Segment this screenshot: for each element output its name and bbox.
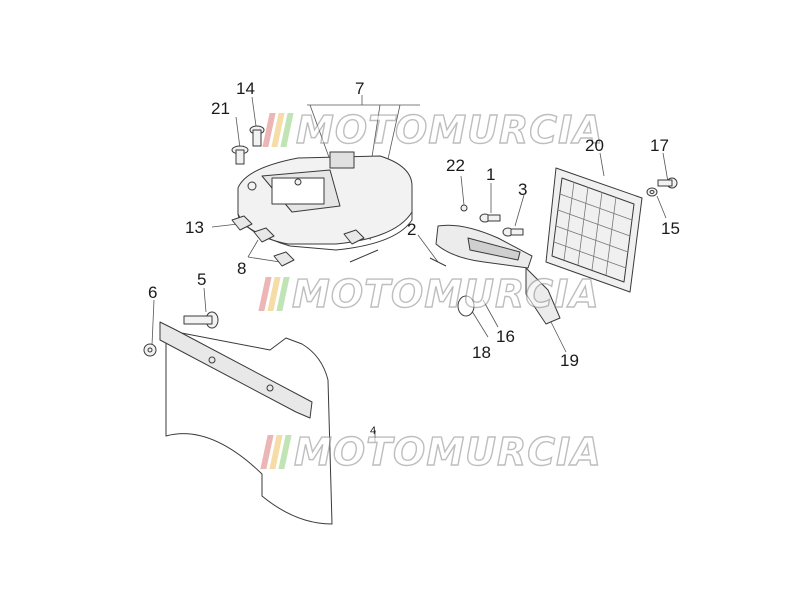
- callout-15: 15: [661, 219, 680, 238]
- license-light-housing: [429, 224, 561, 325]
- watermark-bottom: MOTOMURCIA: [260, 429, 602, 475]
- watermark-stripes: [260, 435, 292, 469]
- rear-mudflap: [165, 329, 333, 525]
- bolt-21: [231, 145, 249, 165]
- washer-15: [646, 187, 658, 197]
- callout-5: 5: [197, 270, 207, 289]
- bolt-17: [657, 177, 678, 189]
- callout-16: 16: [496, 327, 515, 346]
- screw-22: [460, 204, 468, 212]
- screw-3: [502, 227, 524, 237]
- callout-19: 19: [560, 351, 579, 370]
- watermark-stripes: [258, 277, 290, 311]
- nut-6: [143, 343, 157, 357]
- clip-nuts: [231, 215, 365, 267]
- watermark-middle: MOTOMURCIA: [258, 271, 600, 317]
- rear-carrier-tray: [237, 151, 413, 251]
- callout-13: 13: [185, 218, 204, 237]
- watermark-text: MOTOMURCIA: [293, 429, 602, 474]
- callout-20: 20: [585, 136, 604, 155]
- callout-22: 22: [446, 156, 465, 175]
- callout-4: 4: [370, 425, 377, 437]
- callout-2: 2: [407, 220, 417, 239]
- license-plate-holder: [545, 167, 643, 293]
- callout-8: 8: [237, 259, 247, 278]
- callout-17: 17: [650, 136, 669, 155]
- callout-21: 21: [211, 99, 230, 118]
- watermark-text: MOTOMURCIA: [291, 271, 600, 316]
- bolt-14: [249, 125, 265, 147]
- callout-18: 18: [472, 343, 491, 362]
- callout-3: 3: [518, 180, 528, 199]
- screw-1: [479, 213, 501, 223]
- callout-6: 6: [148, 283, 158, 302]
- watermark-text: MOTOMURCIA: [295, 107, 604, 152]
- watermark-top: MOTOMURCIA: [262, 107, 604, 153]
- bolt-5: [183, 311, 219, 329]
- callout-14: 14: [236, 79, 255, 98]
- watermark-stripes: [262, 113, 294, 147]
- callout-7: 7: [355, 79, 365, 98]
- mudflap-bracket: [159, 321, 313, 419]
- callout-1: 1: [486, 165, 496, 184]
